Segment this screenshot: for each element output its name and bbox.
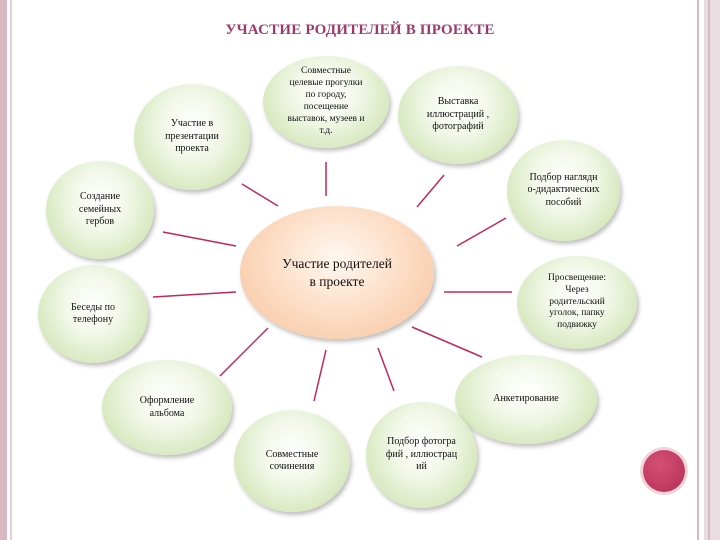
connector-compositions [313, 349, 327, 402]
right-stripe-line-1 [697, 0, 699, 540]
node-exhibition-label: Выставка иллюстраций , фотографий [426, 96, 490, 133]
node-photos-label: Подбор фотографий , иллюстраций [385, 436, 458, 473]
connector-album [219, 327, 269, 377]
connector-emblems [162, 231, 237, 247]
connector-exhibition [416, 174, 445, 208]
accent-circle [643, 450, 685, 492]
center-node: Участие родителей в проекте [240, 206, 434, 339]
node-compositions-label: Совместные сочинения [265, 448, 319, 473]
node-education: Просвещение: Через родительский уголок, … [517, 256, 637, 349]
node-didactic-label: Подбор наглядно-дидактических пособий [527, 171, 600, 208]
node-didactic: Подбор наглядно-дидактических пособий [507, 140, 620, 241]
node-exhibition: Выставка иллюстраций , фотографий [398, 66, 518, 164]
node-emblems-label: Создание семейных гербов [78, 191, 122, 228]
node-phone: Беседы по телефону [38, 265, 148, 363]
node-walks-label: Совместные целевые прогулки по городу, п… [287, 66, 365, 136]
node-photos: Подбор фотографий , иллюстраций [366, 402, 477, 508]
slide-title: УЧАСТИЕ РОДИТЕЛЕЙ В ПРОЕКТЕ [225, 22, 495, 38]
left-stripe [0, 0, 7, 540]
connector-photos [377, 347, 395, 392]
right-stripe-line-2 [708, 0, 710, 540]
node-education-label: Просвещение: Через родительский уголок, … [547, 272, 607, 331]
node-compositions: Совместные сочинения [234, 410, 350, 512]
node-survey: Анкетирование [455, 355, 597, 444]
node-survey-label: Анкетирование [493, 393, 559, 405]
connector-presentation [241, 183, 279, 207]
left-stripe-thin [10, 0, 12, 540]
connector-phone [152, 291, 237, 298]
node-presentation: Участие в презентации проекта [134, 84, 250, 190]
node-album: Оформление альбома [102, 360, 232, 455]
node-emblems: Создание семейных гербов [46, 161, 154, 259]
center-node-label: Участие родителей в проекте [282, 255, 392, 289]
connector-survey [411, 326, 483, 358]
connector-didactic [456, 217, 507, 247]
node-phone-label: Беседы по телефону [71, 301, 115, 326]
node-album-label: Оформление альбома [139, 395, 195, 419]
node-walks: Совместные целевые прогулки по городу, п… [263, 56, 389, 148]
node-presentation-label: Участие в презентации проекта [165, 118, 219, 155]
